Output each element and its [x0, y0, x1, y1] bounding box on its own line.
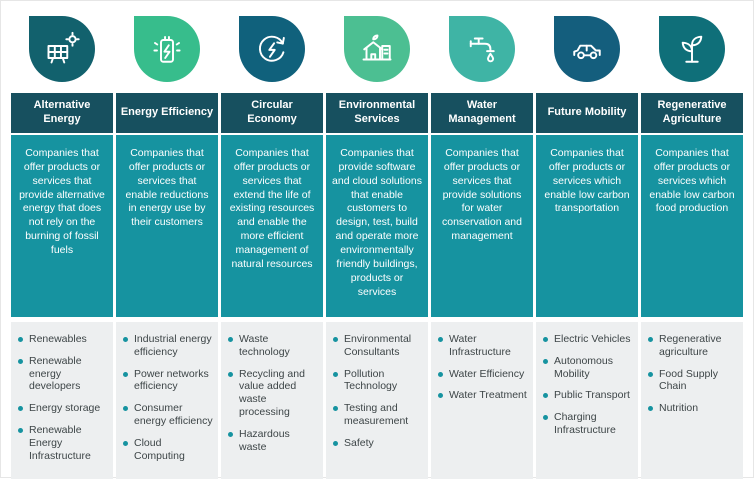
category-description-text: Companies that offer products or service… [125, 147, 209, 229]
list-item: Safety [333, 437, 423, 450]
list-item: Electric Vehicles [543, 333, 633, 346]
category-icon-cell [116, 7, 218, 91]
leaf-badge [134, 16, 200, 82]
list-item: Water Infrastructure [438, 333, 528, 359]
list-item: Cloud Computing [123, 437, 213, 463]
category-description: Companies that offer products or service… [536, 135, 638, 317]
category-description-text: Companies that provide software and clou… [332, 147, 422, 298]
plant-icon [681, 35, 703, 63]
eco-buildings-icon [362, 34, 392, 61]
categories-table: Alternative Energy Energy Efficiency Circu… [11, 7, 743, 479]
category-title-text: Circular Economy [247, 99, 297, 125]
category-title: Regenerative Agriculture [641, 93, 743, 133]
list-item: Autonomous Mobility [543, 355, 633, 381]
list-item: Testing and measurement [333, 402, 423, 428]
category-description-text: Companies that offer products or service… [442, 147, 522, 243]
category-icon-cell [11, 7, 113, 91]
category-title-text: Water Management [448, 99, 516, 125]
category-icon-cell [641, 7, 743, 91]
list-item: Industrial energy efficiency [123, 333, 213, 359]
circular-energy-icon [259, 35, 285, 62]
leaf-badge [449, 16, 515, 82]
list-item: Renewable energy developers [18, 355, 108, 393]
list-item: Nutrition [648, 402, 738, 415]
list-item: Charging Infrastructure [543, 411, 633, 437]
category-icon-cell [221, 7, 323, 91]
list-item: Hazardous waste [228, 428, 318, 454]
category-icon-cell [326, 7, 428, 91]
category-description: Companies that offer products or service… [221, 135, 323, 317]
category-title-text: Alternative Energy [33, 99, 91, 125]
list-item: Waste technology [228, 333, 318, 359]
list-item: Consumer energy efficiency [123, 402, 213, 428]
category-description: Companies that offer products or service… [641, 135, 743, 317]
list-item: Power networks efficiency [123, 368, 213, 394]
category-description-text: Companies that offer products or service… [19, 147, 105, 257]
category-title: Future Mobility [536, 93, 638, 133]
list-item: Regenerative agriculture [648, 333, 738, 359]
category-description: Companies that provide software and clou… [326, 135, 428, 317]
list-item: Environmental Consultants [333, 333, 423, 359]
list-item: Renewables [18, 333, 108, 346]
category-title-text: Future Mobility [547, 106, 627, 119]
list-item: Pollution Technology [333, 368, 423, 394]
category-title-text: Energy Efficiency [120, 106, 214, 119]
category-title: Circular Economy [221, 93, 323, 133]
category-description: Companies that offer products or service… [116, 135, 218, 317]
category-title: Water Management [431, 93, 533, 133]
leaf-badge [344, 16, 410, 82]
leaf-badge [29, 16, 95, 82]
category-title-text: Environmental Services [338, 99, 416, 125]
battery-energy-icon [153, 36, 181, 63]
list-item: Recycling and value added waste processi… [228, 368, 318, 419]
category-title-text: Regenerative Agriculture [657, 99, 727, 125]
category-title: Environmental Services [326, 93, 428, 133]
category-description-text: Companies that offer products or service… [649, 147, 735, 215]
list-item: Renewable Energy Infrastructure [18, 424, 108, 462]
category-description: Companies that offer products or service… [431, 135, 533, 317]
list-item: Water Efficiency [438, 368, 528, 381]
solar-panel-icon [47, 31, 80, 64]
water-tap-icon [469, 37, 495, 63]
list-item: Water Treatment [438, 389, 528, 402]
category-title: Energy Efficiency [116, 93, 218, 133]
leaf-badge [239, 16, 305, 82]
leaf-badge [554, 16, 620, 82]
category-title: Alternative Energy [11, 93, 113, 133]
leaf-badge [659, 16, 725, 82]
category-description-text: Companies that offer products or service… [229, 147, 315, 270]
electric-car-icon [573, 44, 601, 60]
list-item: Food Supply Chain [648, 368, 738, 394]
list-item: Energy storage [18, 402, 108, 415]
category-description: Companies that offer products or service… [11, 135, 113, 317]
list-item: Public Transport [543, 389, 633, 402]
category-icon-cell [536, 7, 638, 91]
category-icon-cell [431, 7, 533, 91]
category-description-text: Companies that offer products or service… [544, 147, 630, 215]
